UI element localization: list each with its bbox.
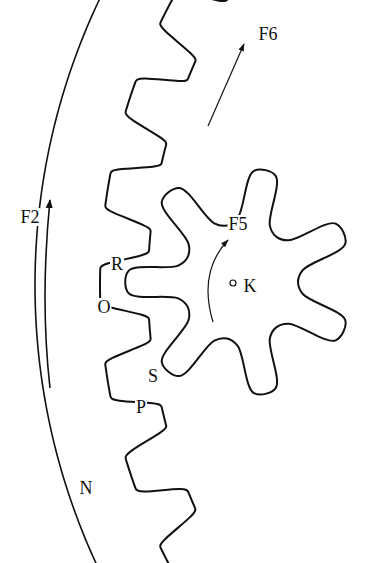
center-label: K bbox=[243, 277, 258, 295]
point-label: R bbox=[110, 255, 124, 273]
motion-arrow bbox=[208, 44, 244, 126]
ring-gear-rim bbox=[35, 0, 107, 563]
pinion-gear bbox=[125, 169, 345, 394]
point-label: O bbox=[97, 298, 112, 316]
point-label: N bbox=[79, 479, 94, 497]
ring-gear-teeth bbox=[100, 0, 240, 563]
force-label: F5 bbox=[227, 215, 248, 233]
motion-arrow bbox=[45, 200, 50, 388]
point-label: P bbox=[135, 398, 147, 416]
rotation-arrow bbox=[208, 240, 228, 322]
pinion-center bbox=[230, 280, 236, 286]
force-label: F2 bbox=[19, 208, 40, 226]
force-label: F6 bbox=[257, 25, 278, 43]
point-label: S bbox=[147, 367, 159, 385]
